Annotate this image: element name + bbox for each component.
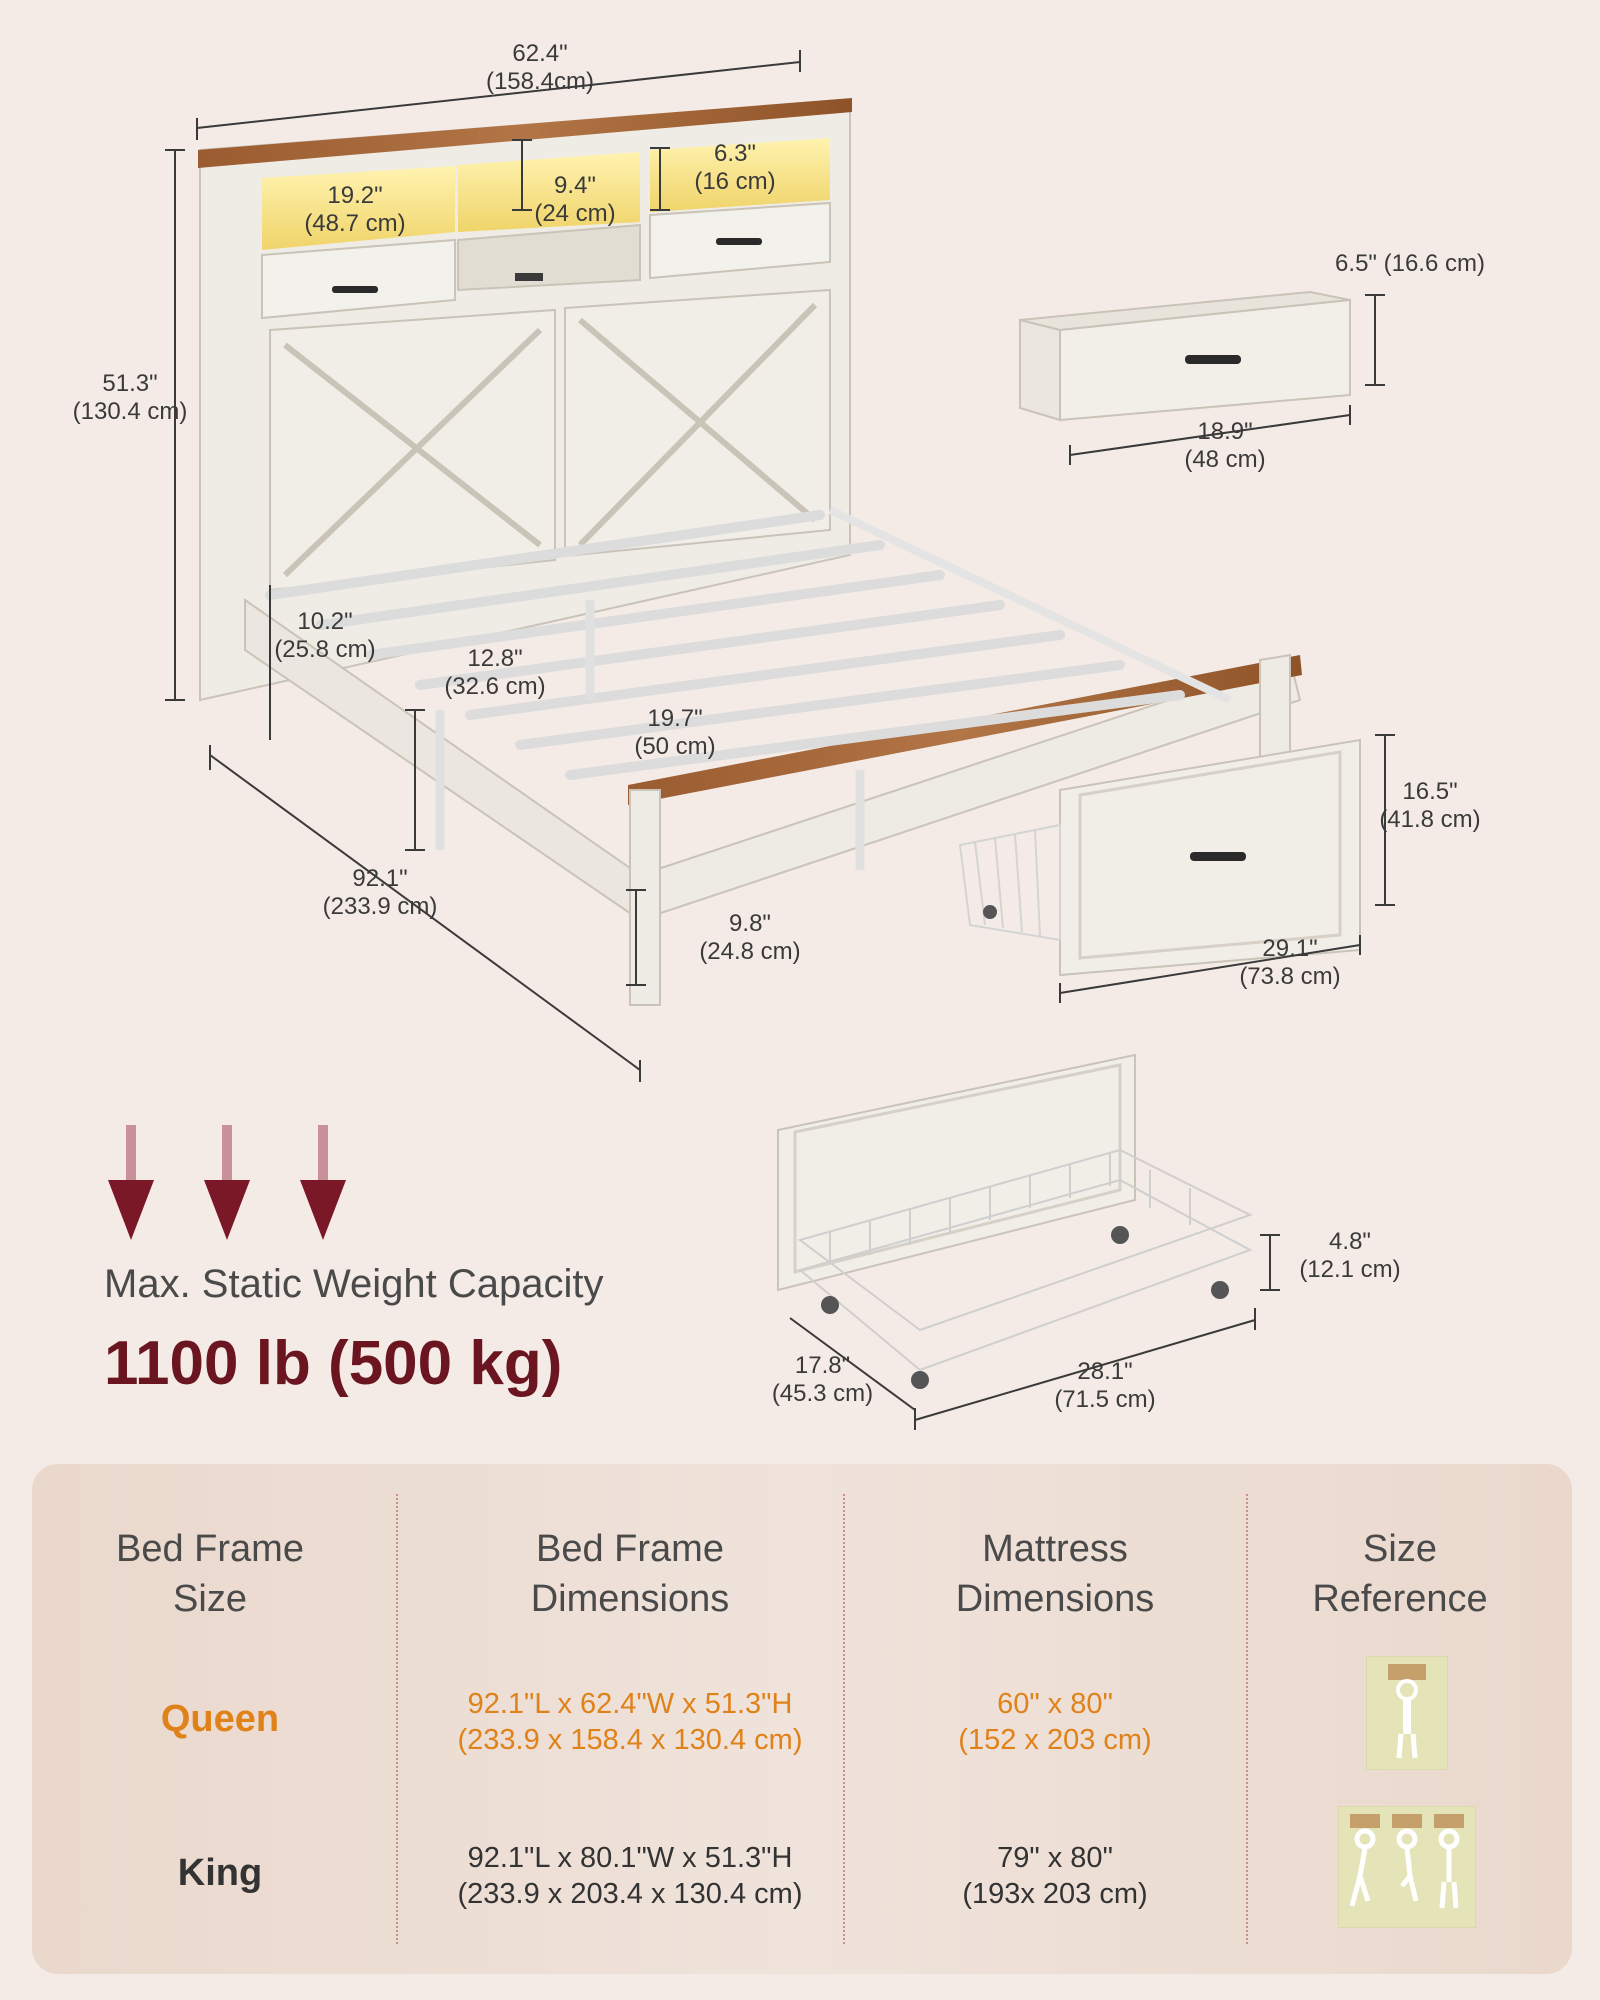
row-queen-size: Queen xyxy=(160,1698,280,1740)
headboard xyxy=(198,98,852,702)
column-divider xyxy=(1246,1494,1248,1944)
footboard-top xyxy=(628,655,1302,805)
headboard-drawer-height-label: 6.5" (16.6 cm) xyxy=(1335,250,1485,277)
overall-height-label: 51.3"(130.4 cm) xyxy=(72,370,188,425)
storage-drawer-height-label: 16.5"(41.8 cm) xyxy=(1379,778,1481,833)
caster-icon xyxy=(821,1296,839,1314)
caster-icon xyxy=(983,905,997,919)
row-king-mattress: 79" x 80"(193x 203 cm) xyxy=(962,1842,1148,1910)
underbed-clearance-label: 12.8"(32.6 cm) xyxy=(444,645,546,700)
basket-width-label: 28.1"(71.5 cm) xyxy=(1054,1358,1156,1413)
bed-frame xyxy=(244,506,1302,1006)
size-table xyxy=(32,1464,1572,1974)
storage-drawer-width-label: 29.1"(73.8 cm) xyxy=(1239,935,1341,990)
column-divider xyxy=(843,1494,845,1944)
queen-size-reference-icon xyxy=(1366,1656,1448,1770)
right-shelf-light xyxy=(650,138,830,212)
drawer-handle-icon xyxy=(332,286,378,293)
basket-drawer xyxy=(777,1053,1253,1389)
dimension-lines xyxy=(165,50,1395,1430)
overall-width-label: 62.4"(158.4cm) xyxy=(485,40,595,95)
right-shelf-label: 6.3"(16 cm) xyxy=(694,140,776,195)
basket-depth-label: 17.8"(45.3 cm) xyxy=(771,1352,874,1407)
weight-arrows-icon xyxy=(108,1125,346,1240)
drawer-handle-icon xyxy=(716,238,762,245)
row-king-size: King xyxy=(177,1852,263,1894)
row-queen-mattress: 60" x 80"(152 x 203 cm) xyxy=(958,1688,1152,1756)
overall-length-label: 92.1"(233.9 cm) xyxy=(322,865,438,920)
side-rail-label: 10.2"(25.8 cm) xyxy=(274,608,376,663)
headboard-drawer xyxy=(1019,290,1351,422)
bed-illustration xyxy=(108,50,1395,1430)
basket-height-label: 4.8"(12.1 cm) xyxy=(1299,1228,1401,1283)
drawer-handle-icon xyxy=(1185,355,1241,364)
footboard-height-label: 9.8"(24.8 cm) xyxy=(699,910,801,965)
column-divider xyxy=(396,1494,398,1944)
capacity-value: 1100 lb (500 kg) xyxy=(104,1329,563,1398)
capacity-title: Max. Static Weight Capacity xyxy=(104,1262,604,1306)
storage-drawer xyxy=(958,738,1361,977)
caster-icon xyxy=(1111,1226,1129,1244)
middle-shelf-light xyxy=(458,152,640,232)
drawer-handle-icon xyxy=(1190,852,1246,861)
left-shelf-light xyxy=(262,166,455,250)
king-size-reference-icon xyxy=(1338,1806,1476,1928)
caster-icon xyxy=(911,1371,929,1389)
left-shelf-label: 19.2"(48.7 cm) xyxy=(304,182,406,237)
left-drawer xyxy=(261,238,456,320)
slat-span-label: 19.7"(50 cm) xyxy=(634,705,716,760)
usb-port-icon xyxy=(515,273,543,281)
headboard-drawer-width-label: 18.9"(48 cm) xyxy=(1184,418,1266,473)
caster-icon xyxy=(1211,1281,1229,1299)
middle-shelf-label: 9.4"(24 cm) xyxy=(534,172,616,227)
row-queen-frame: 92.1"L x 62.4"W x 51.3"H(233.9 x 158.4 x… xyxy=(457,1688,803,1756)
row-king-frame: 92.1"L x 80.1"W x 51.3"H(233.9 x 203.4 x… xyxy=(457,1842,803,1910)
